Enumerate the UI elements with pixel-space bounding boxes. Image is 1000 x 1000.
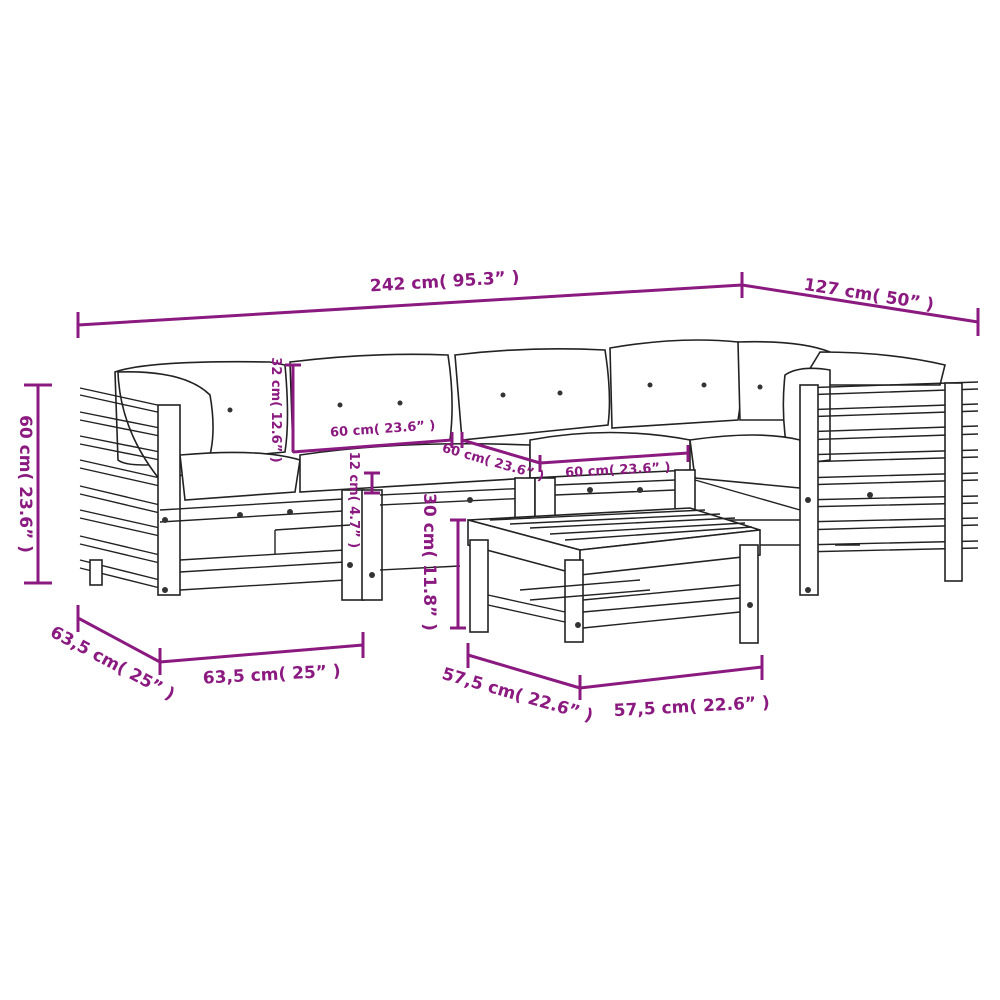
total-depth-label: 127 cm( 50” ) xyxy=(802,275,935,315)
seat-width-3-label: 60 cm( 23.6” ) xyxy=(565,460,671,480)
ottoman-width-label: 57,5 cm( 22.6” ) xyxy=(613,693,770,721)
total-width-label: 242 cm( 95.3” ) xyxy=(369,268,520,297)
seat-width-1-label: 60 cm( 23.6” ) xyxy=(330,418,436,440)
bolts xyxy=(162,382,873,628)
corner-width-label: 63,5 cm( 25” ) xyxy=(202,661,341,688)
right-armrest-slats xyxy=(799,381,979,596)
seat-cushion-thickness-label: 12 cm( 4.7” ) xyxy=(346,452,361,548)
ottoman-depth-label: 57,5 cm( 22.6” ) xyxy=(440,664,596,726)
back-cushion-height-label: 32 cm( 12.6” ) xyxy=(268,357,283,462)
sofa-set-drawing xyxy=(79,339,979,644)
height-label: 60 cm( 23.6” ) xyxy=(15,415,35,553)
dimension-lines xyxy=(24,272,980,700)
ottoman-drawing xyxy=(467,507,761,644)
left-armrest-slats xyxy=(79,387,181,596)
ottoman-height-label: 30 cm( 11.8” ) xyxy=(419,493,439,631)
